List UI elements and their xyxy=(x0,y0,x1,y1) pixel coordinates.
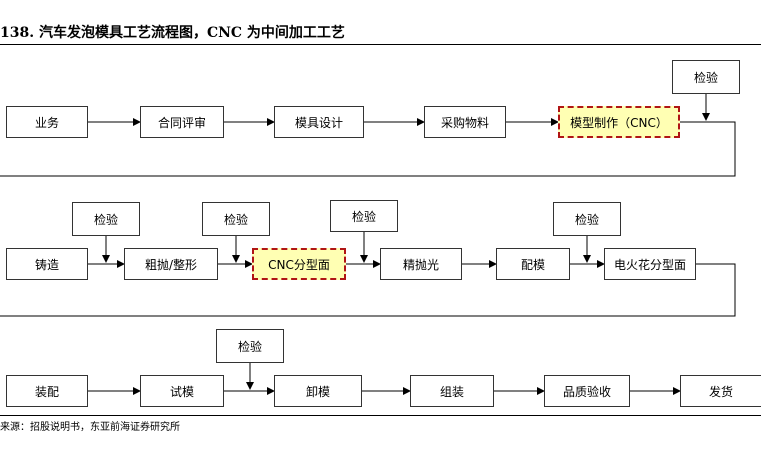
step-casting: 铸造 xyxy=(6,248,88,280)
inspection-row2-4: 检验 xyxy=(553,202,621,236)
inspection-row1: 检验 xyxy=(672,60,740,94)
step-mold-fitting: 配模 xyxy=(496,248,570,280)
step-shipping: 发货 xyxy=(680,375,761,407)
step-unload-mold: 卸模 xyxy=(274,375,362,407)
bottom-rule xyxy=(0,415,761,416)
step-rough-polish: 粗抛/整形 xyxy=(124,248,218,280)
step-business: 业务 xyxy=(6,106,88,138)
inspection-row3: 检验 xyxy=(216,329,284,363)
step-model-cnc: 模型制作（CNC） xyxy=(558,106,680,138)
step-assemble: 组装 xyxy=(410,375,494,407)
step-trial-mold: 试模 xyxy=(140,375,224,407)
step-purchase-materials: 采购物料 xyxy=(424,106,506,138)
step-contract-review: 合同评审 xyxy=(140,106,224,138)
step-assembly: 装配 xyxy=(6,375,88,407)
step-fine-polish: 精抛光 xyxy=(380,248,462,280)
inspection-row2-2: 检验 xyxy=(202,202,270,236)
figure-title: 138. 汽车发泡模具工艺流程图，CNC 为中间加工工艺 xyxy=(0,25,345,41)
inspection-row2-3: 检验 xyxy=(330,200,398,232)
step-quality-acceptance: 品质验收 xyxy=(544,375,630,407)
step-mold-design: 模具设计 xyxy=(274,106,364,138)
source-note: 来源：招股说明书，东亚前海证券研究所 xyxy=(0,422,180,433)
step-cnc-parting: CNC分型面 xyxy=(252,248,346,280)
inspection-row2-1: 检验 xyxy=(72,202,140,236)
connector-r1-r2 xyxy=(0,121,736,177)
top-rule xyxy=(0,44,761,45)
step-edm-parting: 电火花分型面 xyxy=(604,248,696,280)
connector-r2-r3 xyxy=(0,263,736,317)
